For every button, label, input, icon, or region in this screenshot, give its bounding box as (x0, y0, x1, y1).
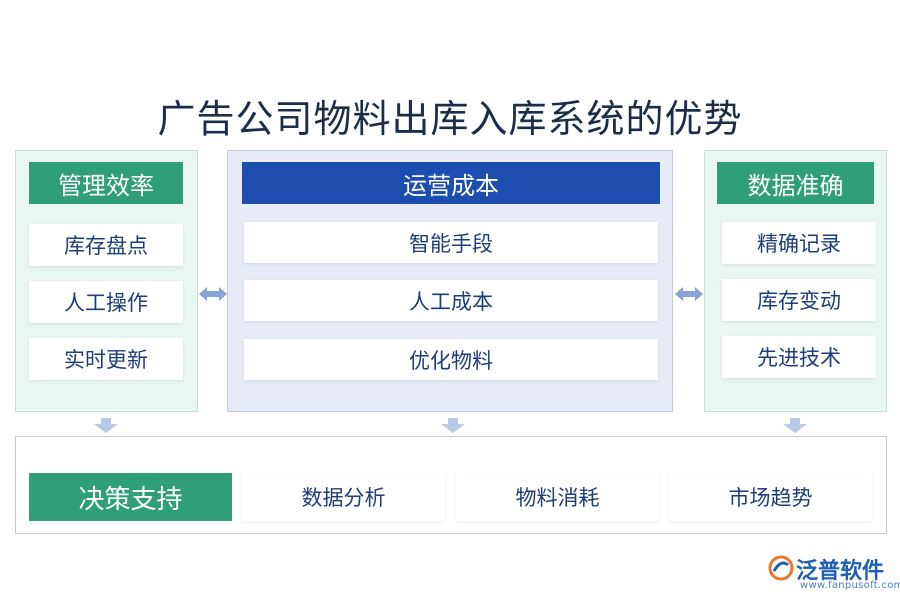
down-arrow-icon (441, 418, 465, 433)
header-decision-support: 决策支持 (29, 473, 232, 521)
item-precise-record: 精确记录 (722, 222, 876, 264)
fanpu-logo-icon (768, 555, 794, 581)
item-advanced-tech: 先进技术 (722, 336, 876, 378)
item-inventory-count: 库存盘点 (29, 224, 183, 266)
logo-url: www.fanpusoft.com (800, 580, 900, 591)
double-arrow-icon (199, 287, 227, 301)
item-realtime-update: 实时更新 (29, 338, 183, 380)
item-smart-means: 智能手段 (244, 222, 658, 263)
header-operating-cost: 运营成本 (242, 162, 660, 204)
item-market-trend: 市场趋势 (669, 473, 872, 521)
item-material-consumption: 物料消耗 (456, 473, 659, 521)
down-arrow-icon (783, 418, 807, 433)
item-optimize-materials: 优化物料 (244, 339, 658, 380)
down-arrow-icon (94, 418, 118, 433)
page-title: 广告公司物料出库入库系统的优势 (157, 97, 743, 141)
logo-name: 泛普软件 (796, 559, 885, 584)
item-inventory-change: 库存变动 (722, 279, 876, 321)
header-data-accuracy: 数据准确 (717, 162, 874, 204)
item-data-analysis: 数据分析 (242, 473, 445, 521)
header-management-efficiency: 管理效率 (29, 162, 183, 204)
item-manual-operation: 人工操作 (29, 281, 183, 323)
double-arrow-icon (675, 287, 703, 301)
item-labor-cost: 人工成本 (244, 280, 658, 321)
